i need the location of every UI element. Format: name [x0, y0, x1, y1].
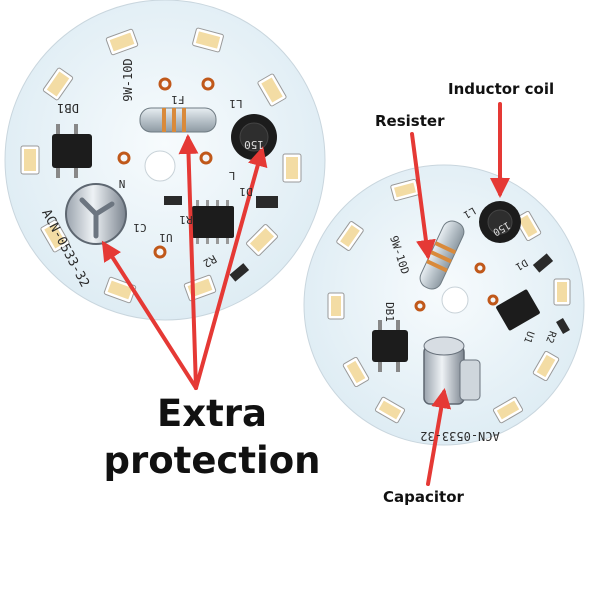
arrow-to-left-resistor	[178, 134, 199, 390]
right-designator-u1: U1	[521, 329, 535, 344]
led	[374, 396, 406, 424]
right-driver-ic	[496, 289, 540, 331]
extra-protection-label: Extra protection	[103, 392, 321, 482]
left-designator-r1: R1	[179, 213, 192, 226]
left-designator-db1: DB1	[57, 101, 79, 115]
led	[553, 278, 571, 306]
left-designator-d1: D1	[239, 185, 252, 198]
left-bridge-rectifier	[52, 124, 92, 178]
left-pcb-board	[4, 0, 326, 321]
left-designator-c1: C1	[133, 221, 146, 234]
left-center-hole	[144, 150, 176, 182]
inductor-coil-label: Inductor coil	[448, 80, 555, 98]
left-inductor-marking: 150	[244, 138, 264, 151]
right-resistor-r2	[556, 317, 570, 335]
left-copper-pads	[117, 77, 215, 259]
right-bridge-rectifier	[372, 320, 408, 372]
left-designator-u1: U1	[159, 231, 172, 244]
left-driver-ic	[192, 200, 234, 244]
resister-label: Resister	[375, 112, 445, 130]
left-designator-l1: L1	[229, 97, 242, 110]
led	[336, 221, 364, 251]
right-center-hole	[441, 286, 469, 314]
right-copper-pads	[414, 262, 499, 312]
led	[40, 219, 70, 253]
left-resistor-r1	[164, 196, 182, 205]
right-diode	[532, 253, 554, 273]
left-resistor-r2	[229, 263, 250, 282]
led	[342, 356, 370, 388]
led	[42, 67, 74, 101]
led	[246, 224, 278, 256]
right-part-number: ACN-0533-32	[420, 429, 499, 443]
left-diode	[256, 196, 278, 208]
led	[532, 350, 560, 382]
arrow-to-left-inductor	[194, 146, 268, 390]
led	[492, 396, 524, 424]
led	[514, 210, 542, 242]
arrow-to-right-capacitor	[426, 388, 452, 486]
led	[192, 27, 224, 53]
left-capacitor	[65, 183, 127, 245]
led	[282, 153, 302, 183]
arrow-to-left-capacitor	[101, 240, 198, 390]
left-inductor	[231, 114, 277, 160]
left-designator-f1: F1	[171, 93, 184, 106]
led	[257, 73, 287, 107]
led	[105, 28, 139, 56]
led	[390, 178, 420, 202]
capacitor-label: Capacitor	[383, 488, 464, 506]
right-inductor	[479, 201, 521, 243]
annotation-arrows	[101, 102, 510, 486]
right-pcb-board	[303, 164, 585, 446]
left-designator-l: L	[228, 169, 235, 182]
right-led-group	[327, 178, 571, 424]
arrow-to-right-resistor	[410, 132, 436, 260]
left-designator-n: N	[119, 177, 126, 190]
led	[20, 145, 40, 175]
right-designator-db1: DB1	[383, 302, 396, 322]
led	[327, 292, 345, 320]
left-fuse-resistor	[139, 107, 217, 133]
right-designator-r2: R2	[543, 329, 557, 344]
left-rating: 9W-10D	[121, 58, 135, 101]
right-designator-d1: D1	[513, 256, 529, 272]
left-designator-r2: R2	[201, 252, 219, 270]
right-designator-l1: L1	[461, 204, 477, 220]
